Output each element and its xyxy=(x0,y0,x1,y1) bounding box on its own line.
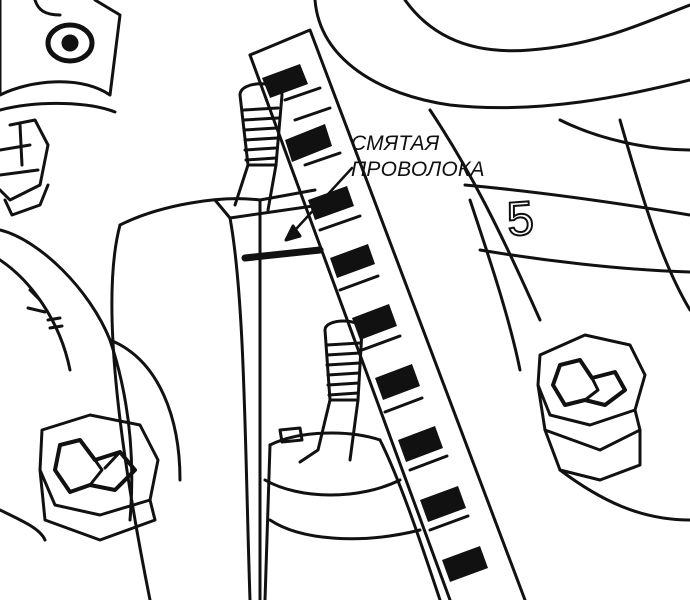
castellated-nut-bottom-left xyxy=(0,413,160,542)
castellated-nut-right xyxy=(536,333,690,522)
callout-line-2: ПРОВОЛОКА xyxy=(351,158,485,181)
block-casting-top-right xyxy=(313,0,690,372)
castellated-nut-top-left xyxy=(0,118,50,217)
stud-upper xyxy=(233,82,284,212)
bearing-cap-center xyxy=(110,188,324,600)
callout-label-crushed-wire: СМЯТАЯ ПРОВОЛОКА xyxy=(351,131,485,183)
engine-block-top-left xyxy=(0,0,122,114)
journal-number-label: 5 xyxy=(504,191,536,248)
stud-lower xyxy=(278,319,364,464)
plastigage-scale xyxy=(248,28,527,600)
callout-line-1: СМЯТАЯ xyxy=(351,132,440,155)
bearing-cap-left xyxy=(0,228,182,522)
bearing-saddle-lower xyxy=(263,431,442,600)
main-bearing-journal xyxy=(463,118,690,312)
